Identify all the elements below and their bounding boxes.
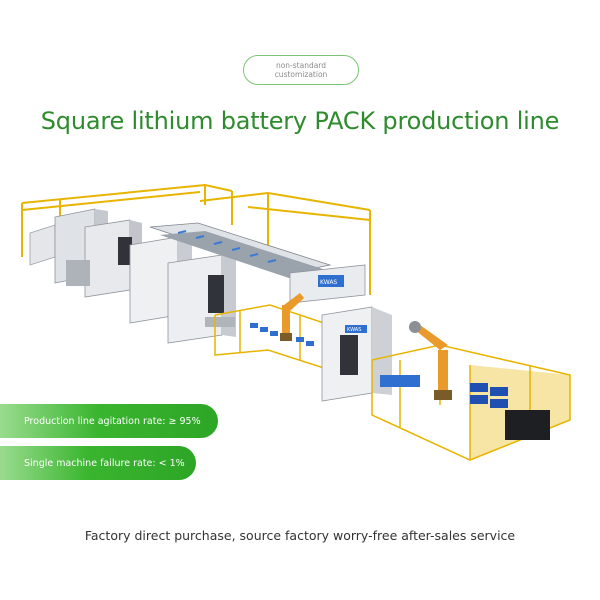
brand-label-1: KWAS [320,279,337,286]
brand-label-2: KWAS [347,327,361,333]
stat-agitation-rate: Production line agitation rate: ≥ 95% [0,404,218,438]
robot-cell-right [371,321,571,461]
stat-agitation-rate-text: Production line agitation rate: ≥ 95% [24,415,201,427]
page-title: Square lithium battery PACK production l… [40,107,560,135]
footer-tagline: Factory direct purchase, source factory … [84,528,516,543]
machine-row-middle [129,236,236,344]
conveyor-line: KWAS [149,222,366,304]
stat-failure-rate: Single machine failure rate: < 1% [0,446,196,480]
robot-arm-1 [280,293,304,341]
overhead-frame-left [21,183,233,257]
customization-badge: non-standard customization [243,55,359,85]
machine-row-left [29,208,142,298]
production-line-illustration: KWAS KWAS [21,183,571,461]
stat-failure-rate-text: Single machine failure rate: < 1% [24,457,185,469]
badge-line-2: customization [274,70,328,79]
overhead-frame-middle [199,191,371,295]
machine-center: KWAS [321,306,392,402]
badge-line-1: non-standard [275,60,327,70]
robot-arm-2 [409,321,452,400]
